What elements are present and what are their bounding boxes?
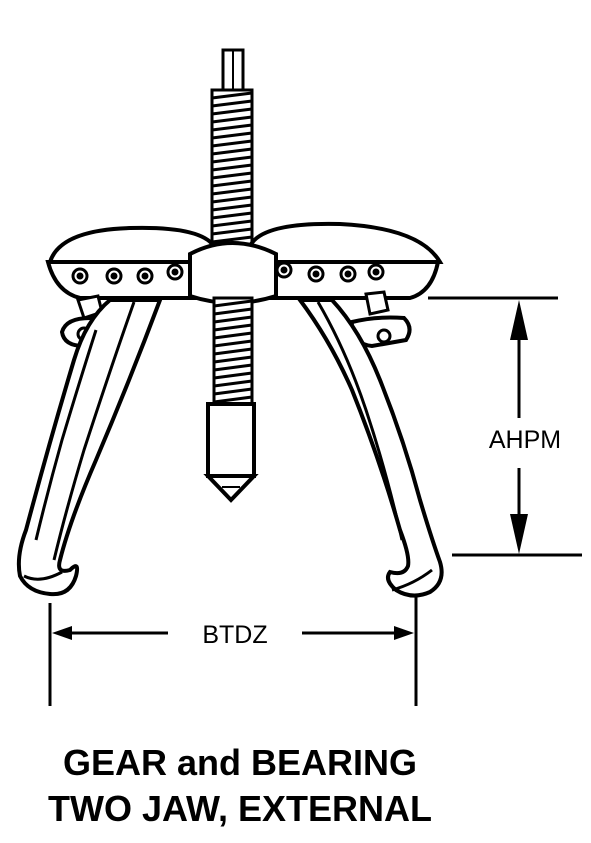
height-dimension: AHPM xyxy=(428,296,582,557)
arrow-down-icon xyxy=(510,514,528,554)
screw-thread-line xyxy=(213,299,253,308)
arrow-up-icon xyxy=(510,300,528,340)
screw-thread-line xyxy=(211,107,253,116)
screw-thread-line xyxy=(213,363,253,372)
caption-line-1: GEAR and BEARING xyxy=(62,742,418,783)
right-jaw xyxy=(296,290,444,598)
screw-thread-line xyxy=(211,227,253,236)
left-jaw xyxy=(16,294,163,597)
arrow-left-icon xyxy=(52,626,72,640)
screw-thread-line xyxy=(213,379,253,388)
screw-thread-line xyxy=(211,91,253,100)
screw-thread-line xyxy=(211,155,253,164)
forcing-screw-lower xyxy=(203,296,259,503)
screw-thread-line xyxy=(211,195,253,204)
forcing-screw xyxy=(210,48,254,250)
screw-thread-line xyxy=(213,395,253,404)
screw-thread-line xyxy=(211,99,253,108)
screw-thread-line xyxy=(211,123,253,132)
screw-thread-line xyxy=(213,307,253,316)
width-dimension: BTDZ xyxy=(48,597,418,706)
screw-thread-line xyxy=(211,131,253,140)
screw-thread-line xyxy=(211,171,253,180)
caption-line-2: TWO JAW, EXTERNAL xyxy=(47,788,432,829)
screw-tip-body xyxy=(206,402,256,478)
screw-thread-line xyxy=(211,211,253,220)
screw-thread-line xyxy=(213,355,253,364)
screw-thread-line xyxy=(213,387,253,396)
arrow-right-icon xyxy=(394,626,414,640)
screw-thread-line xyxy=(213,371,253,380)
screw-thread-line xyxy=(213,331,253,340)
yoke xyxy=(45,221,444,305)
screw-thread-line xyxy=(211,235,253,244)
screw-thread-line xyxy=(213,339,253,348)
screw-thread-line xyxy=(211,115,253,124)
screw-thread-line xyxy=(213,347,253,356)
screw-thread-line xyxy=(211,163,253,172)
height-label: AHPM xyxy=(489,426,561,454)
screw-thread-line xyxy=(211,219,253,228)
screw-thread-line xyxy=(211,179,253,188)
screw-thread-line xyxy=(213,315,253,324)
screw-thread-line xyxy=(211,139,253,148)
width-label: BTDZ xyxy=(202,621,267,649)
screw-thread-line xyxy=(211,187,253,196)
yoke-holes xyxy=(71,261,385,285)
screw-thread-line xyxy=(213,323,253,332)
screw-thread-line xyxy=(211,203,253,212)
screw-thread-line xyxy=(211,147,253,156)
